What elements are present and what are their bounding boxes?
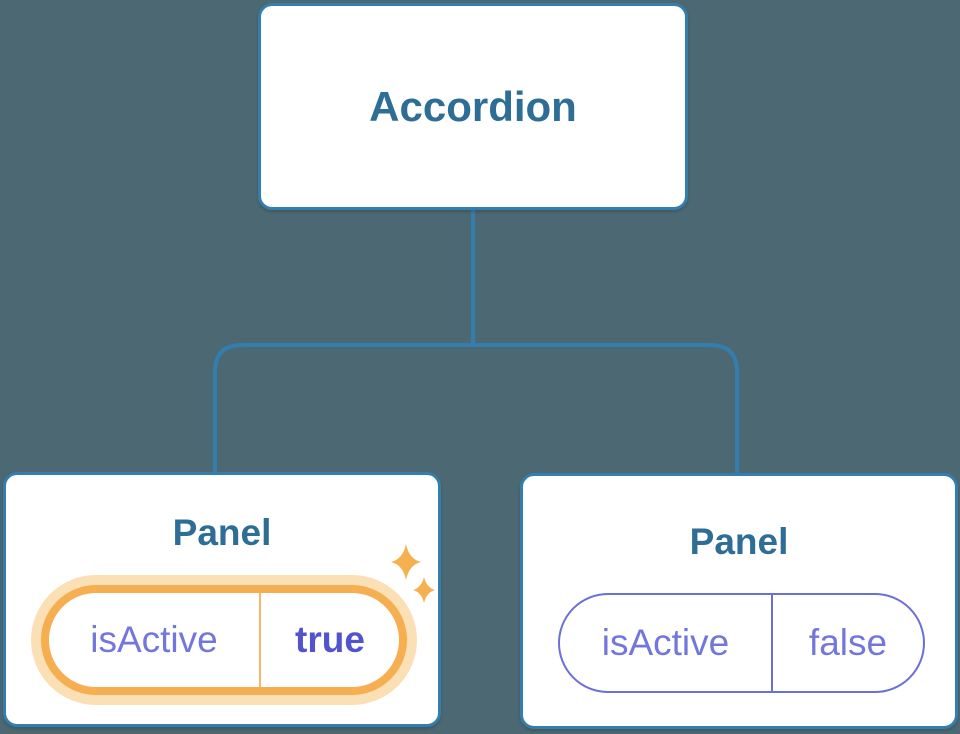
state-value-label: false [808, 622, 888, 663]
state-pill-inactive: isActive false [558, 593, 925, 693]
state-value-label: true [295, 619, 365, 660]
panel-node-label: Panel [172, 512, 272, 553]
state-name-label: isActive [90, 619, 218, 660]
pill-divider [259, 593, 261, 687]
panel-node-label: Panel [689, 521, 789, 562]
state-pill-active: isActive true [41, 585, 407, 695]
component-node-panel-active: Panel isActive true [3, 472, 441, 727]
sparkle-icon [391, 544, 435, 603]
component-node-panel-inactive: Panel isActive false [520, 473, 958, 729]
state-name-label: isActive [601, 622, 730, 663]
pill-divider [771, 595, 773, 691]
accordion-node-label: Accordion [369, 82, 577, 130]
component-node-accordion: Accordion [258, 3, 688, 210]
